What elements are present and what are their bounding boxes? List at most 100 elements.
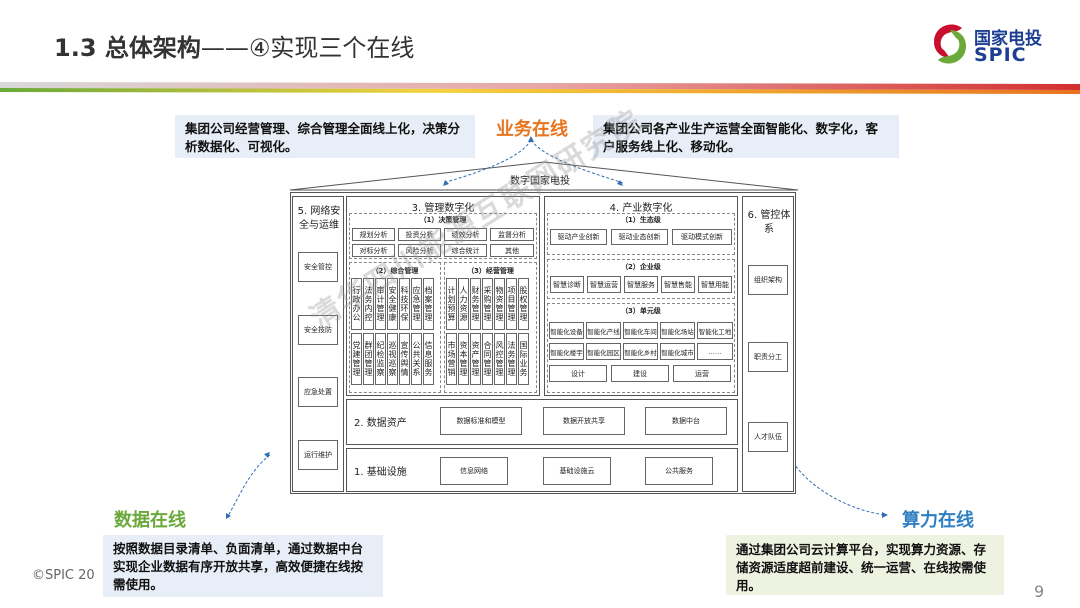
- general-item: 党建管理: [351, 333, 362, 385]
- operation-item: 法务管理: [506, 333, 517, 385]
- security-item: 运行维护: [298, 440, 338, 470]
- infra-title: 1. 基础设施: [354, 467, 407, 478]
- security-item: 安全技防: [298, 315, 338, 345]
- operation-item: 采购管理: [482, 278, 493, 330]
- general-title: （2）综合管理: [371, 267, 419, 275]
- spic-logo: 国家电投 SPIC: [930, 20, 1060, 70]
- unit-item: 智能化楼宇: [549, 343, 584, 360]
- data-assets-item: 数据标准和模型: [440, 407, 522, 435]
- enterprise-group: [547, 259, 735, 299]
- general-item: 法务内控: [363, 278, 374, 330]
- operation-item: 物资管理: [494, 278, 505, 330]
- footer-copyright: ©SPIC 20: [32, 568, 95, 583]
- control-item: 人才队伍: [748, 422, 788, 452]
- spic-logo-icon: [934, 24, 966, 64]
- general-item: 行政办公: [351, 278, 362, 330]
- operation-item: 资本管理: [458, 333, 469, 385]
- eco-group: [547, 213, 735, 255]
- callout-business-left: 集团公司经营管理、综合管理全面线上化，决策分析数据化、可视化。: [175, 115, 475, 158]
- mgmt-title: 3. 管理数字化: [411, 203, 475, 214]
- callout-data-online: 按照数据目录清单、负面清单，通过数据中台实现企业数据有序开放共享，高效便捷在线按…: [103, 535, 383, 597]
- operation-group: [444, 262, 537, 393]
- unit-item: 智能化园区: [586, 343, 621, 360]
- operation-item: 国际业务: [518, 333, 529, 385]
- operation-item: 项目管理: [506, 278, 517, 330]
- data-assets-item: 数据开放共享: [543, 407, 625, 435]
- general-group: [349, 262, 441, 393]
- title-main: 1.3 总体架构: [54, 34, 201, 62]
- title-sub: ——④实现三个在线: [200, 34, 415, 62]
- unit-item: 设计: [549, 365, 607, 382]
- unit-item: 智能化设备: [549, 322, 584, 339]
- operation-item: 合同管理: [482, 333, 493, 385]
- eco-item: 驱动业态创新: [611, 229, 668, 245]
- operation-title: （3）经营管理: [467, 267, 514, 275]
- slide-title: 1.3 总体架构——④实现三个在线: [54, 28, 414, 63]
- general-item: 安全健康: [387, 278, 398, 330]
- eco-item: 驱动模式创新: [672, 229, 732, 245]
- unit-item: 智能化产线: [586, 322, 621, 339]
- security-item: 安全管控: [298, 252, 338, 282]
- header-band: [0, 82, 1080, 94]
- page-number: 9: [1034, 582, 1045, 601]
- enterprise-item: 智慧售能: [661, 276, 695, 293]
- infra-item: 公共服务: [645, 457, 713, 485]
- control-item: 职责分工: [748, 342, 788, 372]
- decision-item: 风险分析: [398, 244, 441, 257]
- decision-item: 监督分析: [490, 228, 534, 241]
- data-assets-item: 数据中台: [645, 407, 727, 435]
- general-item: 科技环保: [399, 278, 410, 330]
- decision-item: 绩效分析: [444, 228, 487, 241]
- unit-item: 建设: [611, 365, 669, 382]
- control-item: 组织架构: [748, 265, 788, 295]
- eco-title: （1）生态级: [621, 216, 661, 224]
- security-title: 5. 网络安全与运维: [297, 206, 341, 231]
- general-item: 信息服务: [423, 333, 434, 385]
- decision-item: 投资分析: [398, 228, 441, 241]
- operation-item: 股权管理: [518, 278, 529, 330]
- enterprise-item: 智慧服务: [624, 276, 658, 293]
- general-item: 档案管理: [423, 278, 434, 330]
- general-item: 群团管理: [363, 333, 374, 385]
- decision-item: 综合统计: [444, 244, 487, 257]
- business-online-label: 业务在线: [496, 119, 568, 140]
- general-item: 宣传舆情: [399, 333, 410, 385]
- data-online-label: 数据在线: [114, 510, 186, 531]
- callout-compute-online: 通过集团公司云计算平台，实现算力资源、存储资源适度超前建设、统一运营、在线按需使…: [726, 535, 1004, 595]
- decision-item: 规划分析: [352, 228, 395, 241]
- operation-item: 财务管理: [470, 278, 481, 330]
- enterprise-title: （2）企业级: [621, 263, 661, 271]
- enterprise-item: 智慧用能: [698, 276, 732, 293]
- industry-title: 4. 产业数字化: [609, 203, 673, 214]
- unit-item: ……: [697, 343, 733, 360]
- infra-item: 信息网络: [440, 457, 508, 485]
- operation-item: 市场营销: [446, 333, 457, 385]
- callout-business-right: 集团公司各产业生产运营全面智能化、数字化，客户服务线上化、移动化。: [593, 115, 899, 158]
- operation-item: 资产管理: [470, 333, 481, 385]
- decision-group: [349, 213, 537, 259]
- general-item: 应急管理: [411, 278, 422, 330]
- operation-item: 风控管理: [494, 333, 505, 385]
- infra-item: 基础设施云: [543, 457, 611, 485]
- control-title: 6. 管控体系: [747, 210, 791, 235]
- compute-online-label: 算力在线: [902, 510, 974, 531]
- general-item: 审计管理: [375, 278, 386, 330]
- roof-label: 数字国家电投: [510, 176, 570, 187]
- operation-item: 计划预算: [446, 278, 457, 330]
- diagram-roof: [289, 161, 799, 191]
- enterprise-item: 智慧运营: [587, 276, 621, 293]
- enterprise-item: 智慧诊断: [550, 276, 584, 293]
- unit-item: 智能化场站: [660, 322, 695, 339]
- unit-item: 运营: [673, 365, 731, 382]
- decision-title: （1）决策管理: [419, 216, 467, 224]
- logo-text-cn: 国家电投: [974, 29, 1042, 49]
- decision-item: 对标分析: [352, 244, 395, 257]
- unit-item: 智能化城市: [660, 343, 695, 360]
- operation-item: 人力资源: [458, 278, 469, 330]
- unit-item: 智能化工地: [697, 322, 733, 339]
- decision-item: 其他: [490, 244, 534, 257]
- unit-title: （3）单元级: [621, 307, 661, 315]
- data-assets-title: 2. 数据资产: [354, 418, 407, 429]
- general-item: 公共关系: [411, 333, 422, 385]
- unit-item: 智能化车间: [623, 322, 658, 339]
